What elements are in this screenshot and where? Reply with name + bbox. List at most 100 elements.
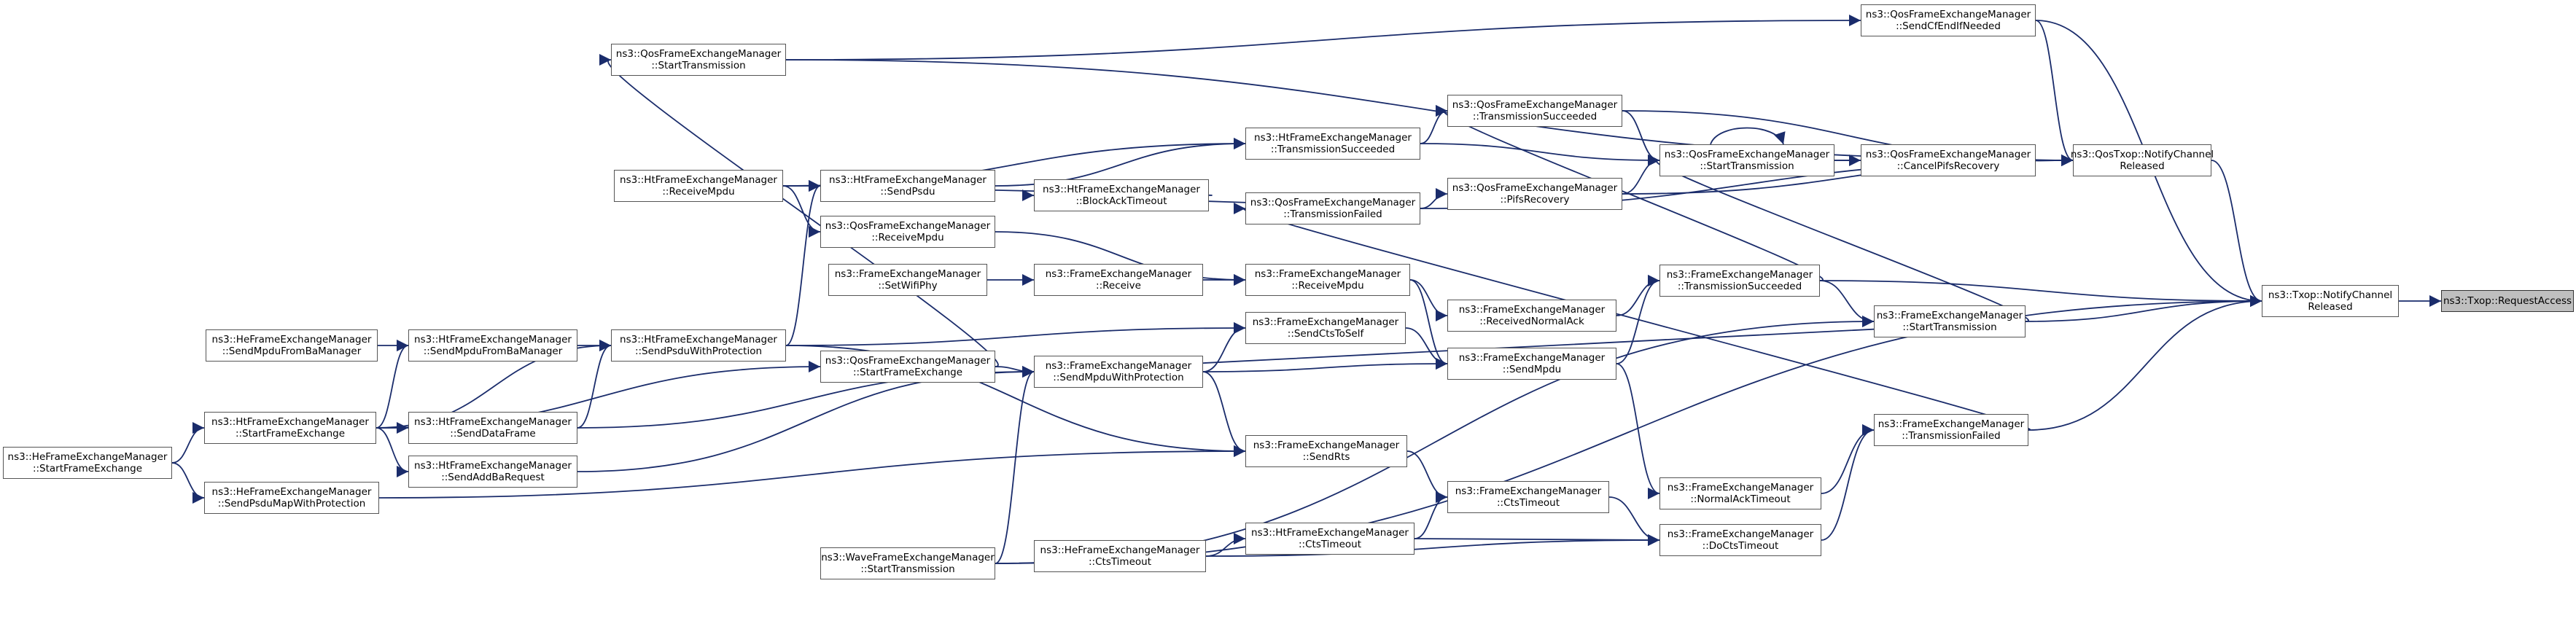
node-label-line: ns3::FrameExchangeManager <box>1667 528 1814 540</box>
node-fem-sendmpdu[interactable]: ns3::FrameExchangeManager::SendMpdu <box>1447 348 1616 380</box>
node-label-line: ::StartTransmission <box>1700 160 1794 172</box>
node-label-line: ::SendRts <box>1302 451 1350 463</box>
node-qos-pifsrecovery[interactable]: ns3::QosFrameExchangeManager::PifsRecove… <box>1447 178 1622 210</box>
node-fem-doctstimeout[interactable]: ns3::FrameExchangeManager::DoCtsTimeout <box>1659 524 1821 556</box>
node-label-line: ns3::HtFrameExchangeManager <box>414 334 572 345</box>
node-qos-starttx[interactable]: ns3::QosFrameExchangeManager::StartTrans… <box>1659 144 1834 176</box>
node-label-line: ::SendPsduMapWithProtection <box>217 498 366 509</box>
edge-qos-sendcfendifneeded-to-qostxop-ncr <box>2035 20 2074 166</box>
edge-fem-starttx-to-qos-starttx <box>1647 154 2029 322</box>
node-label-line: ns3::QosFrameExchangeManager <box>825 220 991 232</box>
edge-self-loop-qos-starttx <box>1710 127 1786 145</box>
node-he-sendpsdumapwithprot[interactable]: ns3::HeFrameExchangeManager::SendPsduMap… <box>204 482 379 514</box>
node-label-line: ns3::FrameExchangeManager <box>1458 352 1606 364</box>
node-label-line: ns3::Txop::NotifyChannel <box>2268 289 2393 301</box>
node-qos-startframeexchange[interactable]: ns3::QosFrameExchangeManager::StartFrame… <box>820 351 995 383</box>
node-fem-ctstimeout[interactable]: ns3::FrameExchangeManager::CtsTimeout <box>1447 481 1609 513</box>
node-qos-cancelpifs[interactable]: ns3::QosFrameExchangeManager::CancelPifs… <box>1861 144 2036 176</box>
node-he-startframeexchange[interactable]: ns3::HeFrameExchangeManager::StartFrameE… <box>3 447 172 479</box>
node-ht-senddataframe[interactable]: ns3::HtFrameExchangeManager::SendDataFra… <box>408 412 577 444</box>
edge-ht-startframeexchange-to-ht-sendmpdufromba <box>375 339 409 429</box>
node-ht-sendmpdufromba[interactable]: ns3::HtFrameExchangeManager::SendMpduFro… <box>408 329 577 362</box>
node-label-line: ::TransmissionSucceeded <box>1270 144 1396 155</box>
node-label-line: ::SendCtsToSelf <box>1287 328 1364 340</box>
node-ht-receivempdu[interactable]: ns3::HtFrameExchangeManager::ReceiveMpdu <box>614 170 783 202</box>
node-label-line: ::ReceivedNormalAck <box>1479 316 1584 327</box>
node-ht-txsucceeded[interactable]: ns3::HtFrameExchangeManager::Transmissio… <box>1245 128 1420 160</box>
node-label-line: ::SendPsduWithProtection <box>634 345 763 357</box>
node-qos-txsucceeded[interactable]: ns3::QosFrameExchangeManager::Transmissi… <box>1447 95 1622 127</box>
node-fem-starttx[interactable]: ns3::FrameExchangeManager::StartTransmis… <box>1874 305 2026 337</box>
node-label-line: ns3::QosFrameExchangeManager <box>1452 99 1618 111</box>
edge-qos-starttx-top-to-qos-sendcfendifneeded <box>785 14 1861 60</box>
node-label-line: ns3::HeFrameExchangeManager <box>1040 544 1200 556</box>
edge-qos-startframeexchange-to-fem-sendmpduwithprot <box>995 365 1035 378</box>
node-label-line: ns3::QosFrameExchangeManager <box>1452 182 1618 194</box>
node-label-line: ::SendMpduWithProtection <box>1053 372 1184 383</box>
node-label-line: ns3::HeFrameExchangeManager <box>211 486 372 498</box>
node-label-line: ::PifsRecovery <box>1500 194 1570 206</box>
node-fem-txsucceeded[interactable]: ns3::FrameExchangeManager::TransmissionS… <box>1659 265 1820 297</box>
node-label-line: ::CtsTimeout <box>1299 539 1361 550</box>
node-he-sendmpdufromba[interactable]: ns3::HeFrameExchangeManager::SendMpduFro… <box>206 329 378 362</box>
node-label-line: ns3::FrameExchangeManager <box>834 268 981 280</box>
node-label-line: ns3::FrameExchangeManager <box>1045 360 1192 372</box>
node-label-line: ::StartTransmission <box>651 60 746 71</box>
node-ht-startframeexchange[interactable]: ns3::HtFrameExchangeManager::StartFrameE… <box>204 412 376 444</box>
node-label-line: ::StartFrameExchange <box>235 428 346 440</box>
edge-ht-receivempdu-to-qos-receivempdu <box>782 185 821 238</box>
node-fem-txfailed[interactable]: ns3::FrameExchangeManager::TransmissionF… <box>1874 414 2028 446</box>
node-label-line: ns3::FrameExchangeManager <box>1253 440 1400 451</box>
node-label-line: ns3::HtFrameExchangeManager <box>1254 132 1412 144</box>
node-fem-receivempdu[interactable]: ns3::FrameExchangeManager::ReceiveMpdu <box>1245 264 1410 296</box>
node-fem-receivednormalack[interactable]: ns3::FrameExchangeManager::ReceivedNorma… <box>1447 300 1616 332</box>
node-wave-starttx[interactable]: ns3::WaveFrameExchangeManager::StartTran… <box>820 547 995 579</box>
edge-fem-ctstimeout-to-fem-doctstimeout <box>1608 496 1660 547</box>
node-fem-receive[interactable]: ns3::FrameExchangeManager::Receive <box>1034 264 1203 296</box>
edge-fem-sendmpduwithprot-to-fem-sendmpdu <box>1202 357 1448 372</box>
edge-wave-starttx-to-txop-ncr <box>995 294 2262 564</box>
node-ht-sendpsduwithprot[interactable]: ns3::HtFrameExchangeManager::SendPsduWit… <box>611 329 786 362</box>
edge-fem-receivednormalack-to-fem-txsucceeded <box>1616 274 1660 316</box>
node-qos-sendcfendifneeded[interactable]: ns3::QosFrameExchangeManager::SendCfEndI… <box>1861 4 2036 36</box>
node-qos-starttx-top[interactable]: ns3::QosFrameExchangeManager::StartTrans… <box>611 44 786 76</box>
node-qos-receivempdu[interactable]: ns3::QosFrameExchangeManager::ReceiveMpd… <box>820 216 995 248</box>
node-fem-setwifiphy[interactable]: ns3::FrameExchangeManager::SetWifiPhy <box>828 264 987 296</box>
edge-qos-txfailed-to-qos-pifsrecovery <box>1420 187 1448 209</box>
node-fem-normalacktimeout[interactable]: ns3::FrameExchangeManager::NormalAckTime… <box>1659 477 1821 509</box>
node-label-line: ::Receive <box>1096 280 1141 292</box>
node-label-line: ::CancelPifsRecovery <box>1896 160 2000 172</box>
edge-ht-txsucceeded-to-qos-starttx <box>1420 143 1660 167</box>
edge-he-sendpsdumapwithprot-to-fem-sendrts <box>378 445 1246 499</box>
node-fem-sendmpduwithprot[interactable]: ns3::FrameExchangeManager::SendMpduWithP… <box>1034 356 1203 388</box>
node-label-line: ::ReceiveMpdu <box>871 232 944 243</box>
node-fem-sendctstoself[interactable]: ns3::FrameExchangeManager::SendCtsToSelf <box>1245 312 1406 344</box>
edge-he-startframeexchange-to-ht-startframeexchange <box>171 421 205 464</box>
node-fem-sendrts[interactable]: ns3::FrameExchangeManager::SendRts <box>1245 435 1407 467</box>
node-request-access[interactable]: ns3::Txop::RequestAccess <box>2441 290 2574 312</box>
edge-fem-sendmpdu-to-fem-txsucceeded <box>1616 274 1660 364</box>
node-label-line: ns3::FrameExchangeManager <box>1876 310 2023 321</box>
node-he-ctstimeout[interactable]: ns3::HeFrameExchangeManager::CtsTimeout <box>1034 540 1206 572</box>
edge-fem-receivempdu-to-fem-receivednormalack <box>1409 279 1448 322</box>
node-label-line: ns3::QosFrameExchangeManager <box>1250 197 1416 208</box>
node-label-line: ns3::FrameExchangeManager <box>1252 316 1399 328</box>
edge-ht-senddataframe-to-ht-sendpsduwithprot <box>577 339 612 429</box>
node-label-line: ::ReceiveMpdu <box>662 186 735 198</box>
edge-he-ctstimeout-to-fem-doctstimeout <box>1205 534 1660 557</box>
node-qos-txfailed[interactable]: ns3::QosFrameExchangeManager::Transmissi… <box>1245 192 1420 224</box>
node-label-line: ::DoCtsTimeout <box>1702 540 1779 552</box>
node-label-line: ::CtsTimeout <box>1089 556 1151 568</box>
node-label-line: ::StartFrameExchange <box>32 463 143 474</box>
node-ht-ctstimeout[interactable]: ns3::HtFrameExchangeManager::CtsTimeout <box>1245 523 1415 555</box>
node-ht-blockacktimeout[interactable]: ns3::HtFrameExchangeManager::BlockAckTim… <box>1034 179 1209 211</box>
node-label-line: ::StartTransmission <box>1902 321 1997 333</box>
node-label-line: ns3::FrameExchangeManager <box>1458 304 1606 316</box>
node-ht-sendpsdu[interactable]: ns3::HtFrameExchangeManager::SendPsdu <box>820 170 995 202</box>
node-label-line: ns3::Txop::RequestAccess <box>2443 295 2572 307</box>
node-label-line: ns3::HtFrameExchangeManager <box>414 416 572 428</box>
node-ht-sendaddbarequest[interactable]: ns3::HtFrameExchangeManager::SendAddBaRe… <box>408 456 577 488</box>
node-label-line: ns3::HeFrameExchangeManager <box>7 451 168 463</box>
